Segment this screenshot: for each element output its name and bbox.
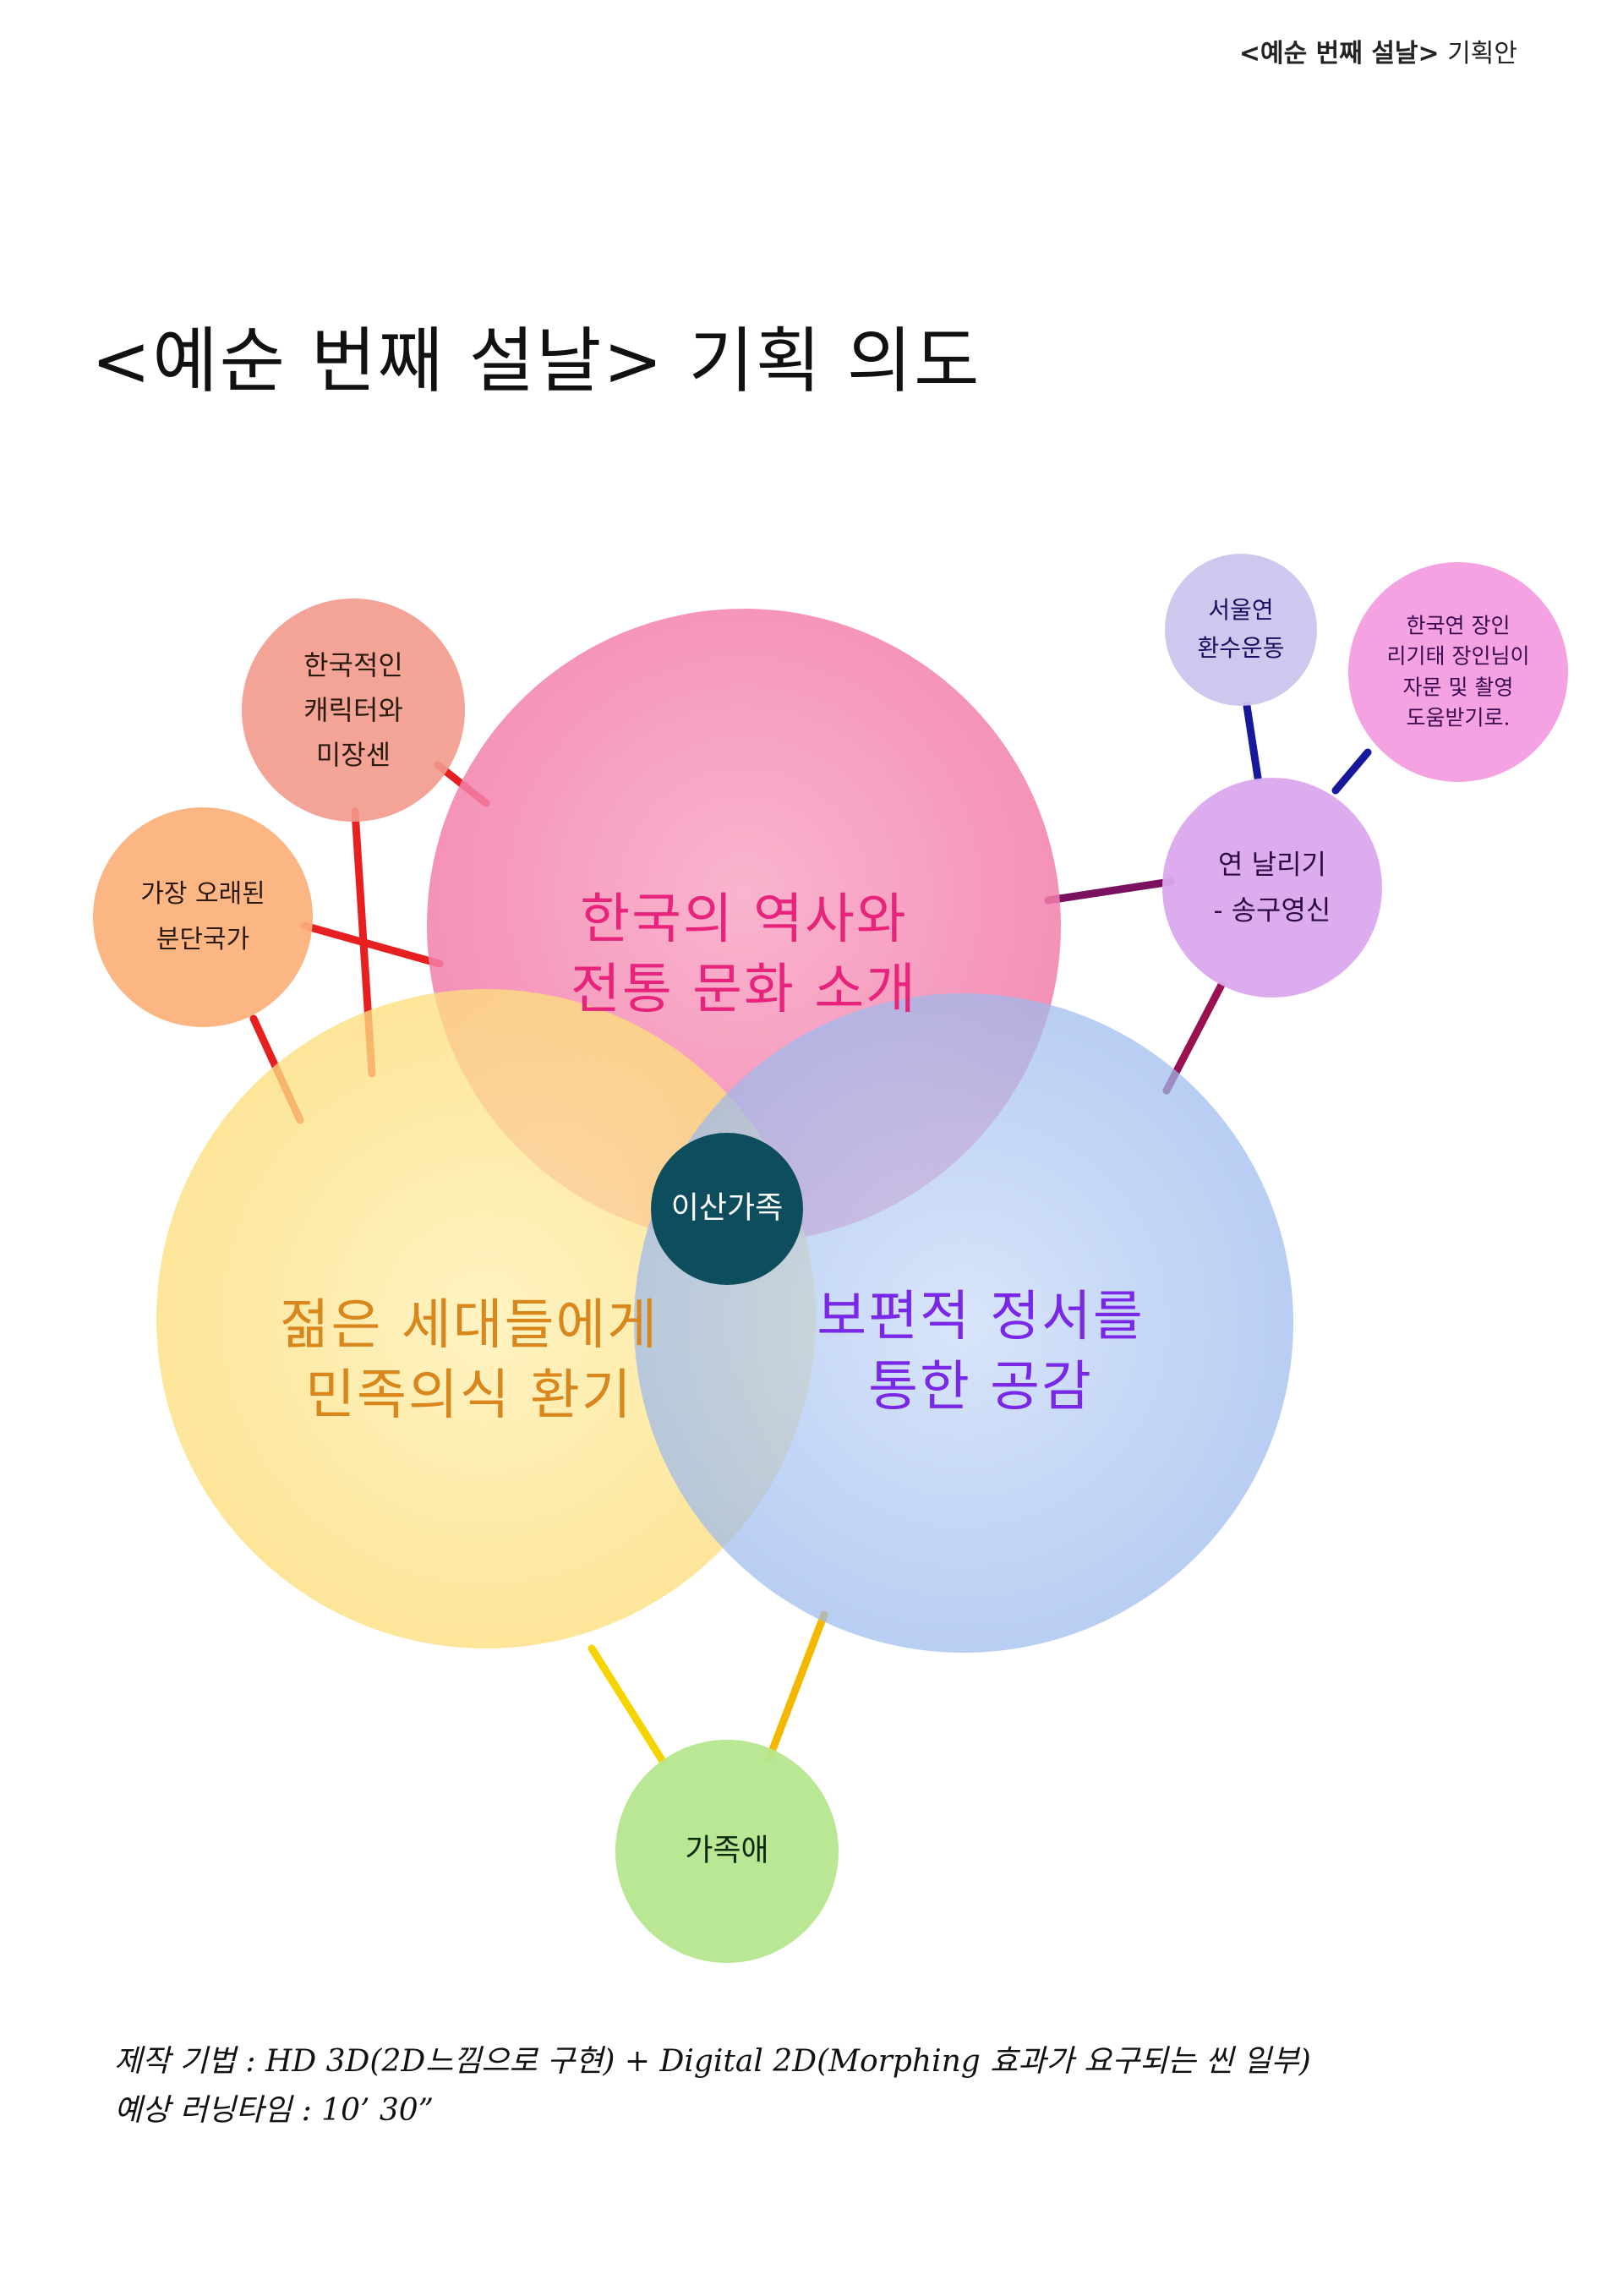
label-kite-master-line1: 한국연 장인 [1406, 613, 1511, 638]
line-kite-history [1044, 877, 1175, 905]
label-kite-flying: 연 날리기 - 송구영신 [1214, 842, 1331, 934]
center-label: 이산가족 [670, 1190, 784, 1226]
label-divided: 가장 오래된 분단국가 [140, 872, 265, 963]
circle-kite-master [1348, 562, 1568, 782]
label-kite-master: 한국연 장인 리기태 장인님이 자문 및 촬영 도움받기로. [1387, 611, 1530, 734]
line-divided-history [300, 921, 444, 968]
label-divided-line2: 분단국가 [156, 925, 250, 954]
label-empathy-line2: 통한 공감 [868, 1356, 1093, 1419]
label-kite-master-line2: 리기태 장인님이 [1386, 643, 1530, 669]
line-seoul-kite [1243, 702, 1262, 782]
header-suffix: 기획안 [1439, 39, 1517, 68]
circle-divided [93, 807, 313, 1027]
document-header: <예순 번째 설날> 기획안 [1239, 32, 1517, 69]
circle-empathy [634, 993, 1293, 1653]
circle-seoul-kite [1165, 554, 1317, 706]
label-history-line2: 전통 문화 소개 [571, 959, 917, 1021]
label-family-love-line1: 가족애 [685, 1833, 769, 1868]
label-divided-line1: 가장 오래된 [140, 879, 265, 909]
running-time: 예상 러닝타임 : 10’ 30” [114, 2092, 434, 2128]
label-youth-line2: 민족의식 환기 [305, 1364, 633, 1427]
production-notes: 제작 기법 : HD 3D(2D느낌으로 구현) + Digital 2D(Mo… [114, 2037, 1311, 2135]
label-family-love: 가족애 [685, 1832, 768, 1872]
circle-separated-families [651, 1133, 803, 1285]
line-master-kite [1331, 748, 1372, 795]
label-character-line3: 미장센 [315, 738, 391, 771]
label-empathy: 보편적 정서를 통한 공감 [817, 1282, 1145, 1423]
label-youth-line1: 젊은 세대들에게 [279, 1293, 659, 1357]
label-kite-master-line4: 도움받기로. [1406, 705, 1511, 730]
label-history-line1: 한국의 역사와 [580, 888, 908, 951]
circle-family-love [615, 1740, 839, 1963]
label-character-line2: 캐릭터와 [303, 693, 403, 726]
line-family-empathy [765, 1610, 828, 1763]
label-kite-flying-line1: 연 날리기 [1218, 848, 1326, 881]
line-family-youth [587, 1644, 668, 1767]
label-seoul-kite: 서울연 환수운동 [1197, 592, 1284, 668]
circle-youth [156, 989, 816, 1648]
header-title: <예순 번째 설날> [1238, 39, 1440, 68]
production-technique: 제작 기법 : HD 3D(2D느낌으로 구현) + Digital 2D(Mo… [114, 2044, 1311, 2079]
label-seoul-kite-line1: 서울연 [1208, 596, 1274, 625]
label-character-line1: 한국적인 [303, 648, 403, 681]
label-kite-flying-line2: - 송구영신 [1213, 894, 1331, 927]
label-youth: 젊은 세대들에게 민족의식 환기 [280, 1291, 659, 1431]
label-empathy-line1: 보편적 정서를 [817, 1285, 1145, 1348]
page-title: <예순 번째 설날> 기획 의도 [91, 320, 981, 402]
label-seoul-kite-line2: 환수운동 [1197, 634, 1285, 662]
label-kite-master-line3: 자문 및 촬영 [1402, 675, 1514, 699]
label-character: 한국적인 캐릭터와 미장센 [303, 643, 403, 777]
circle-character [242, 599, 465, 822]
label-history: 한국의 역사와 전통 문화 소개 [571, 885, 917, 1025]
circle-kite-flying [1162, 778, 1382, 998]
